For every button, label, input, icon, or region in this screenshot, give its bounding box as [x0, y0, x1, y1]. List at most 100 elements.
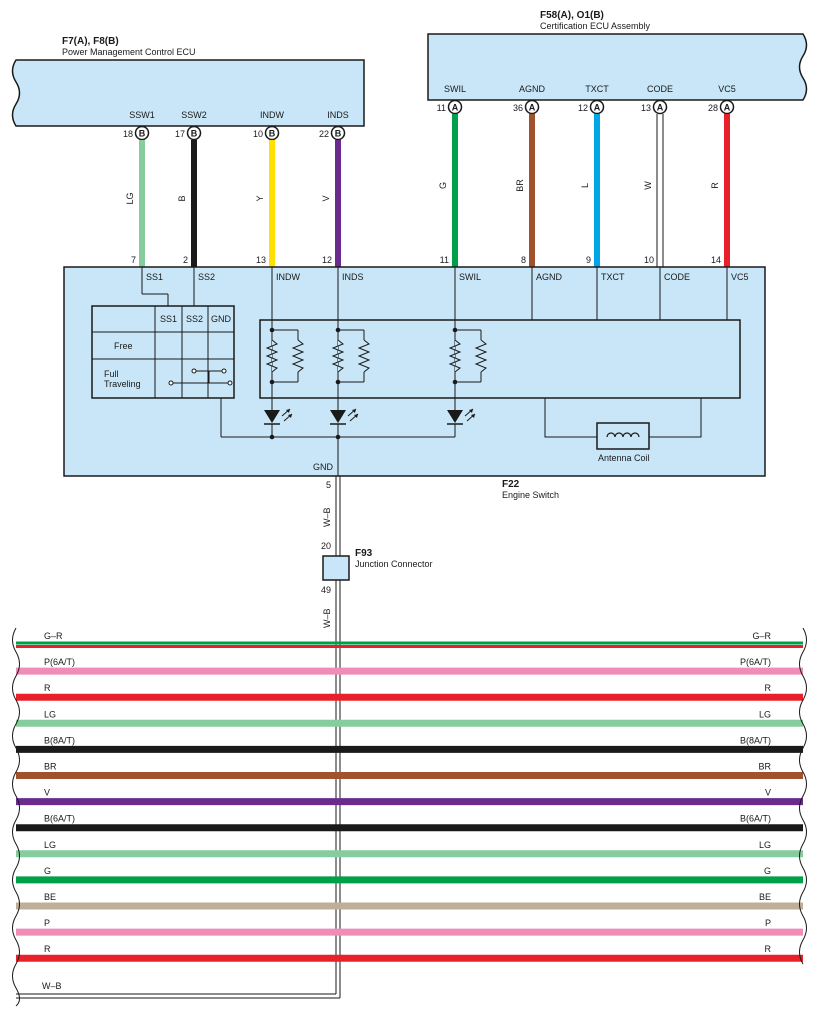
internal-lines	[141, 267, 728, 476]
resistor-pairs	[265, 327, 488, 385]
table-col-ss2: SS2	[186, 314, 203, 324]
led-2	[330, 408, 359, 425]
right-connector-letter: A	[452, 103, 459, 113]
antenna-coil-symbol	[544, 398, 702, 450]
switch-pin-2: 2	[183, 255, 188, 265]
harness-wire: P(6A/T) P(6A/T)	[16, 657, 803, 675]
harness-label-right: V	[765, 788, 771, 798]
harness-label-right: BR	[758, 762, 771, 772]
ecu-left-code: F7(A), F8(B)	[62, 36, 119, 47]
ecu-right-box	[427, 33, 808, 101]
left-term-inds: INDS	[327, 110, 349, 120]
left-connector-badge	[330, 125, 346, 141]
resistor	[448, 339, 462, 373]
left-pin-17: 17	[175, 129, 185, 139]
table-col-gnd: GND	[211, 314, 232, 324]
left-connector-letter: B	[139, 129, 146, 139]
harness-label-right: R	[765, 683, 772, 693]
harness-label-left: BE	[44, 892, 56, 902]
right-connector-badge	[652, 99, 668, 115]
right-connector-badge	[719, 99, 735, 115]
left-pin-22: 22	[319, 129, 329, 139]
right-connector-badge	[447, 99, 463, 115]
harness-label-right: B(8A/T)	[740, 735, 771, 745]
engine-switch-gnd-label: GND	[313, 462, 334, 472]
harness-label-right: LG	[759, 840, 771, 850]
left-connector-letter: B	[269, 129, 276, 139]
switch-term-vc5: VC5	[731, 272, 749, 282]
indicator-circuit-block	[259, 319, 741, 399]
ground-wire	[16, 476, 341, 999]
harness-label-right: G	[764, 866, 771, 876]
switch-term-ss2: SS2	[198, 272, 215, 282]
harness-label-left: P	[44, 918, 50, 928]
wire-label-y: Y	[255, 195, 265, 201]
wire-label-v: V	[321, 195, 331, 201]
junction-pin-in: 20	[321, 541, 331, 551]
right-term-vc5: VC5	[718, 84, 736, 94]
switch-pin-13: 13	[256, 255, 266, 265]
wire-label-g: G	[438, 182, 448, 189]
left-connector-letter: B	[335, 129, 342, 139]
harness-bottom-label: W–B	[42, 981, 62, 991]
switch-term-code: CODE	[664, 272, 690, 282]
table-row-full: Full	[104, 369, 119, 379]
left-term-ssw1: SSW1	[129, 110, 155, 120]
harness-break-right	[799, 627, 807, 965]
right-connector-badge	[589, 99, 605, 115]
wire-label-l: L	[580, 183, 590, 188]
right-connector-letter: A	[724, 103, 731, 113]
resistor-pair-1	[265, 327, 305, 385]
harness-label-left: BR	[44, 762, 57, 772]
right-pin-12: 12	[578, 103, 588, 113]
switch-term-swil: SWIL	[459, 272, 481, 282]
ecu-left-box	[11, 59, 365, 127]
right-term-txct: TXCT	[585, 84, 609, 94]
right-pin-28: 28	[708, 103, 718, 113]
table-row-traveling: Traveling	[104, 379, 141, 389]
engine-switch-gnd-pin: 5	[326, 480, 331, 490]
harness-label-right: B(6A/T)	[740, 814, 771, 824]
switch-term-ss1: SS1	[146, 272, 163, 282]
junction-pin-out: 49	[321, 585, 331, 595]
junction-out-wire-label: W–B	[322, 608, 332, 628]
ecu-left-name: Power Management Control ECU	[62, 47, 196, 57]
harness-label-left: B(6A/T)	[44, 814, 75, 824]
wire-label-lg: LG	[125, 192, 135, 204]
right-term-agnd: AGND	[519, 84, 546, 94]
switch-pin-14: 14	[711, 255, 721, 265]
switch-pin-12: 12	[322, 255, 332, 265]
switch-pin-7: 7	[131, 255, 136, 265]
engine-switch-name: Engine Switch	[502, 490, 559, 500]
antenna-coil-label: Antenna Coil	[598, 453, 650, 463]
ecu-right-name: Certification ECU Assembly	[540, 21, 651, 31]
harness-wire: BR BR	[16, 762, 803, 779]
right-connector-badge	[524, 99, 540, 115]
harness-label-left: P(6A/T)	[44, 657, 75, 667]
switch-pin-8: 8	[521, 255, 526, 265]
resistor	[474, 339, 488, 373]
gnd-wire-label: W–B	[322, 507, 332, 527]
harness-label-left: R	[44, 944, 51, 954]
switch-pin-9: 9	[586, 255, 591, 265]
harness-label-left: G–R	[44, 631, 63, 641]
junction-code: F93	[355, 548, 373, 559]
harness-label-right: P	[765, 918, 771, 928]
harness-wire: B(6A/T) B(6A/T)	[16, 814, 803, 832]
wire-label-r: R	[710, 182, 720, 189]
engine-switch-code: F22	[502, 479, 520, 490]
left-pin-18: 18	[123, 129, 133, 139]
led-1	[264, 408, 293, 425]
switch-contact-symbol	[168, 368, 233, 386]
right-term-code: CODE	[647, 84, 673, 94]
resistor	[265, 339, 279, 373]
harness-label-left: G	[44, 866, 51, 876]
right-connector-letter: A	[594, 103, 601, 113]
harness-label-right: P(6A/T)	[740, 657, 771, 667]
